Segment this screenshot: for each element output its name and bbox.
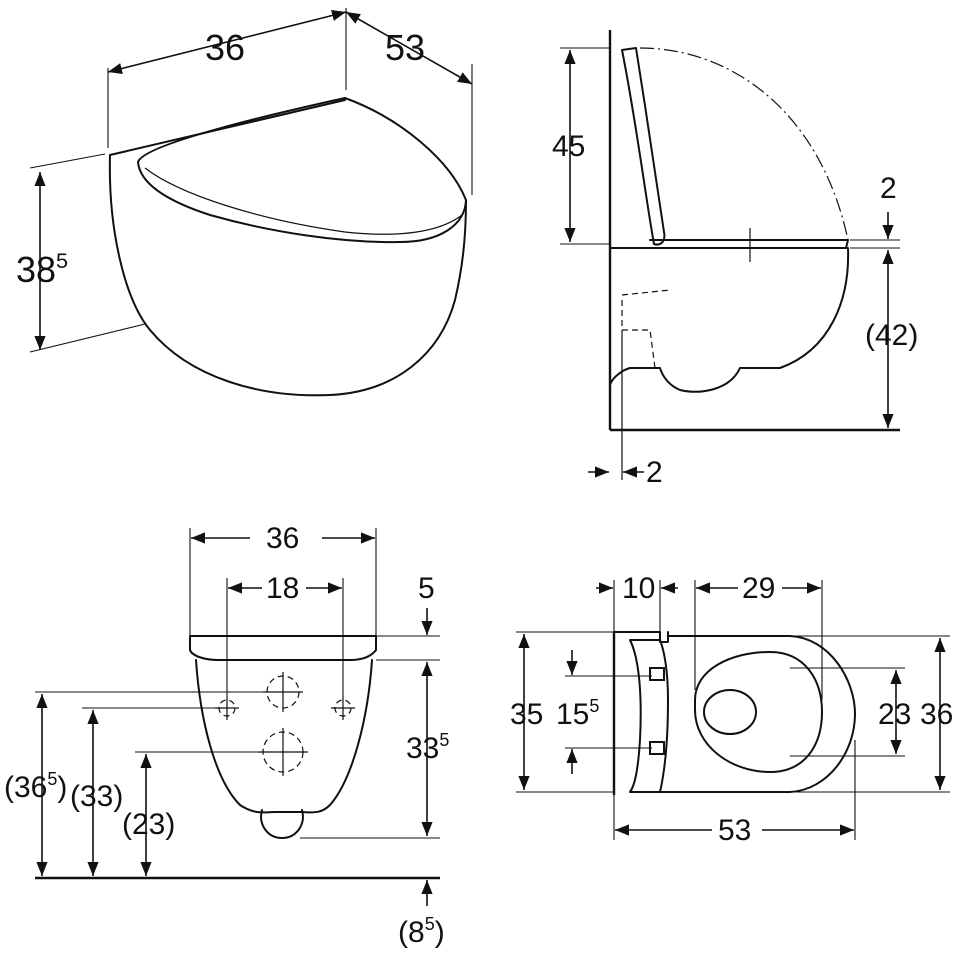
iso-height-label: 385 bbox=[16, 248, 68, 290]
front-bolt-hole-right bbox=[331, 696, 355, 720]
front-total-height-label: (365) bbox=[4, 769, 67, 804]
front-width-label: 36 bbox=[266, 522, 299, 555]
side-hidden-outlet bbox=[621, 289, 671, 369]
top-seat-back bbox=[629, 639, 669, 793]
iso-dim-width bbox=[107, 9, 347, 75]
iso-view: 36 53 385 bbox=[16, 8, 473, 397]
side-wall-gap-label: 2 bbox=[646, 456, 663, 489]
iso-width-label: 36 bbox=[205, 27, 245, 68]
iso-depth-label: 53 bbox=[385, 27, 425, 68]
side-seat-height-label: 45 bbox=[552, 130, 585, 163]
top-bowl-outline bbox=[659, 635, 856, 793]
front-bolt-height-label: 335 bbox=[406, 730, 449, 765]
front-seat bbox=[189, 635, 377, 661]
front-hole-spacing-label: 18 bbox=[266, 572, 299, 605]
top-depth-label: 53 bbox=[718, 814, 751, 847]
top-opening-width-label: 29 bbox=[742, 572, 775, 605]
iso-seat-edge bbox=[144, 167, 463, 235]
side-seat bbox=[649, 239, 849, 249]
side-bowl bbox=[609, 247, 850, 393]
front-top-offset-label: 5 bbox=[418, 572, 435, 605]
top-bowl-opening bbox=[694, 651, 823, 773]
top-hinge-upper bbox=[649, 667, 665, 681]
front-bolt-hole-left bbox=[215, 696, 239, 720]
iso-bowl-outline bbox=[108, 154, 467, 397]
iso-ext-top-left bbox=[29, 153, 106, 169]
front-outlet-hole bbox=[258, 728, 308, 776]
iso-ext-bottom-left bbox=[29, 323, 146, 353]
iso-seat-lid bbox=[137, 97, 467, 244]
top-view: 10 29 35 155 23 36 53 bbox=[510, 572, 953, 847]
side-bowl-height-label: (42) bbox=[865, 319, 918, 352]
iso-rim-line bbox=[109, 99, 346, 156]
side-lid-swing-arc bbox=[639, 47, 849, 241]
top-outer-width-label: 36 bbox=[920, 698, 953, 731]
iso-dim-depth bbox=[345, 11, 473, 85]
top-inner-width-label: 35 bbox=[510, 698, 543, 731]
top-water-area bbox=[703, 689, 757, 735]
top-hinge-spacing-label: 155 bbox=[556, 696, 599, 731]
front-floor-offset-label: (85) bbox=[398, 914, 445, 949]
front-view: 36 18 5 335 (365) (33) (23) (85) bbox=[4, 522, 449, 949]
front-outlet-height-label: (23) bbox=[122, 808, 175, 841]
side-lid-upright bbox=[621, 47, 666, 246]
front-outlet bbox=[260, 809, 304, 839]
front-inlet-height-label: (33) bbox=[70, 780, 123, 813]
front-inlet-hole bbox=[263, 672, 303, 712]
side-seat-gap-label: 2 bbox=[880, 172, 897, 205]
top-hinge-lower bbox=[649, 741, 665, 755]
front-bowl bbox=[195, 659, 373, 814]
top-wall-offset-label: 10 bbox=[622, 572, 655, 605]
top-opening-depth-label: 23 bbox=[878, 698, 911, 731]
side-view: 45 2 (42) 2 bbox=[552, 30, 918, 489]
